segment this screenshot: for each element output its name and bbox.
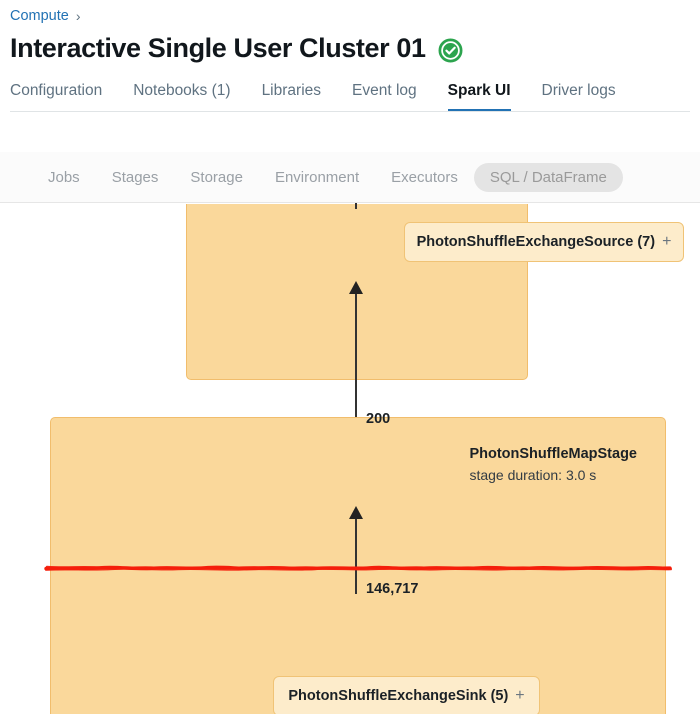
spark-ui-subnav: Jobs Stages Storage Environment Executor… [0, 152, 700, 203]
tab-event-log[interactable]: Event log [352, 82, 417, 99]
edge-arrowhead-to-sink [349, 506, 363, 519]
expand-node-icon[interactable]: + [662, 233, 672, 250]
subnav-item-environment[interactable]: Environment [274, 168, 360, 186]
tab-notebooks[interactable]: Notebooks (1) [133, 82, 231, 99]
page-title: Interactive Single User Cluster 01 [10, 33, 426, 63]
title-row: Interactive Single User Cluster 01 [10, 33, 463, 64]
breadcrumb-link-compute[interactable]: Compute [10, 8, 69, 24]
subnav-item-executors[interactable]: Executors [391, 168, 458, 186]
subnav-item-storage[interactable]: Storage [190, 168, 243, 186]
stage-meta: PhotonShuffleMapStage stage duration: 3.… [469, 444, 637, 485]
node-label: PhotonShuffleExchangeSource (7) [416, 234, 656, 250]
subnav-item-sql-dataframe[interactable]: SQL / DataFrame [473, 162, 623, 192]
stage-name: PhotonShuffleMapStage [469, 446, 637, 462]
node-label: PhotonShuffleExchangeSink (5) [288, 688, 509, 704]
edge-sink-to-source [355, 283, 357, 443]
breadcrumb: Compute › [10, 8, 81, 24]
expand-node-icon[interactable]: + [515, 687, 525, 704]
tabs-divider [10, 111, 690, 112]
edge-arrowhead-to-source [349, 281, 363, 294]
cluster-tabs: Configuration Notebooks (1) Libraries Ev… [10, 79, 700, 112]
stage-container-top[interactable]: PhotonShuffleExchangeSource (7) + [186, 204, 684, 380]
breadcrumb-separator-icon: › [75, 8, 81, 24]
sql-execution-graph: PhotonShuffleExchangeSource (7) + Photon… [0, 203, 700, 714]
tab-driver-logs[interactable]: Driver logs [541, 82, 616, 99]
subnav-item-jobs[interactable]: Jobs [48, 168, 80, 186]
edge-scan-to-sink [355, 508, 357, 594]
tab-libraries[interactable]: Libraries [261, 82, 322, 99]
edge-label-rows-to-sink: 146,717 [366, 581, 419, 597]
node-photon-shuffle-exchange-source[interactable]: PhotonShuffleExchangeSource (7) + [404, 222, 684, 262]
subnav-item-stages[interactable]: Stages [111, 168, 159, 186]
spark-ui-frame: Jobs Stages Storage Environment Executor… [0, 152, 700, 714]
check-circle-icon [438, 38, 463, 62]
tab-spark-ui[interactable]: Spark UI [447, 82, 511, 112]
edge-stub-top [355, 203, 357, 209]
edge-label-rows-to-source: 200 [366, 411, 391, 427]
node-photon-shuffle-exchange-sink[interactable]: PhotonShuffleExchangeSink (5) + [273, 676, 540, 714]
tab-configuration[interactable]: Configuration [10, 82, 103, 99]
stage-container-photon-shuffle-map-stage[interactable]: PhotonShuffleMapStage stage duration: 3.… [50, 417, 666, 714]
stage-duration: stage duration: 3.0 s [469, 467, 597, 484]
